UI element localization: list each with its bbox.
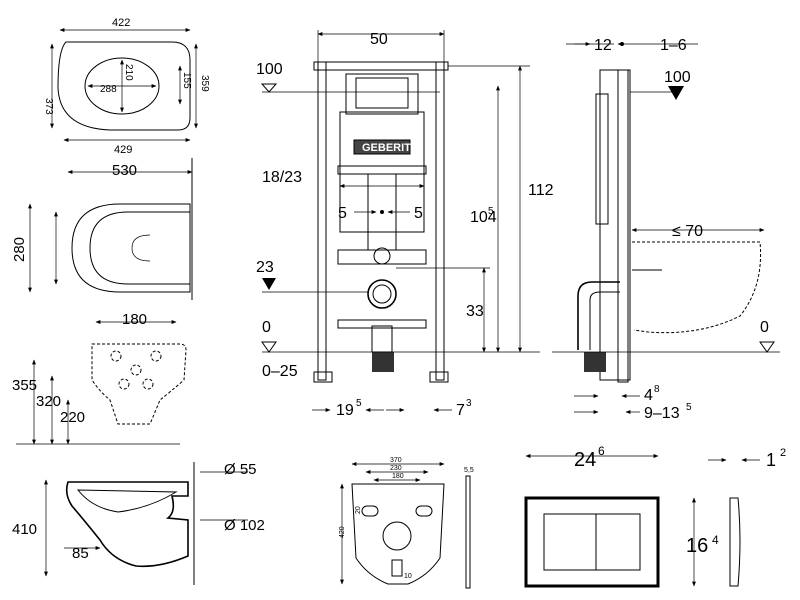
seat-height-left-label: 373 bbox=[43, 98, 54, 115]
side-diameter-55-label: Ø 55 bbox=[224, 461, 257, 478]
flush-plate: 24 6 16 4 1 2 bbox=[524, 444, 786, 588]
frame-drain-height-label: 33 bbox=[466, 303, 484, 320]
insulation-mat: 370 230 180 420 20 10 5,5 bbox=[339, 457, 474, 589]
frame-bolt-spacing-label: 18/23 bbox=[262, 169, 302, 186]
frame-bottom-right-label: 7 bbox=[456, 402, 465, 419]
side-diameter-102-label: Ø 102 bbox=[224, 517, 265, 534]
seat-inner-height-label: 210 bbox=[123, 64, 134, 81]
seat-inner-width-label: 288 bbox=[100, 84, 117, 95]
plate-width-sup: 6 bbox=[598, 444, 605, 458]
section-bottom-b-sup: 5 bbox=[686, 402, 692, 413]
mat-height-label: 420 bbox=[339, 526, 346, 538]
frame-floor-range-label: 0–25 bbox=[262, 363, 298, 380]
section-projection-label: ≤ 70 bbox=[672, 223, 703, 240]
frame-bottom-left-label: 19 bbox=[336, 402, 354, 419]
mat-thickness-label: 5,5 bbox=[464, 467, 474, 474]
mat-bottom-label: 10 bbox=[404, 573, 412, 580]
section-bottom-b-label: 9–13 bbox=[644, 405, 680, 422]
seat-width-top-label: 422 bbox=[112, 17, 130, 29]
bowl-inner-width-label: 280 bbox=[11, 237, 28, 262]
section-top-ref-label: 100 bbox=[664, 69, 691, 86]
toilet-seat-drawing: 422 429 373 359 288 210 155 bbox=[43, 17, 210, 156]
mat-width-3-label: 180 bbox=[392, 473, 404, 480]
frame-top-ref-label: 100 bbox=[256, 61, 283, 78]
bowl-top-view: 530 370 280 bbox=[11, 158, 193, 300]
plate-depth-sup: 2 bbox=[780, 447, 786, 459]
seat-width-bottom-label: 429 bbox=[114, 144, 132, 156]
plate-height-label: 16 bbox=[686, 535, 708, 557]
section-bottom-a-sup: 8 bbox=[654, 384, 660, 395]
plate-depth-label: 1 bbox=[766, 450, 776, 470]
bowl-side-view: 410 85 Ø 55 Ø 102 bbox=[12, 461, 265, 585]
frame-floor-ref-label: 0 bbox=[262, 319, 271, 336]
frame-inner-height-sup: 5 bbox=[488, 206, 494, 217]
seat-height-right-label: 359 bbox=[199, 75, 210, 92]
frame-width-label: 50 bbox=[370, 31, 388, 48]
side-height-label: 410 bbox=[12, 521, 37, 538]
plate-height-sup: 4 bbox=[712, 533, 719, 547]
side-offset-label: 85 bbox=[72, 545, 89, 562]
seat-offset-label: 155 bbox=[181, 72, 192, 89]
frame-bottom-right-sup: 3 bbox=[466, 398, 472, 409]
section-top-a-label: 12 bbox=[594, 37, 612, 54]
frame-bolt-left-label: 5 bbox=[338, 205, 347, 222]
frame-inner-height-label: 104 bbox=[470, 209, 497, 226]
frame-drain-ref-label: 23 bbox=[256, 259, 274, 276]
front-height-3-label: 220 bbox=[60, 409, 85, 426]
plate-width-label: 24 bbox=[574, 449, 596, 471]
section-bottom-a-label: 4 bbox=[644, 387, 653, 404]
front-height-2-label: 320 bbox=[36, 393, 61, 410]
bowl-front-view: 180 355 320 220 bbox=[12, 311, 187, 445]
side-section: 12 1–6 100 ≤ 70 0 4 8 9–13 5 bbox=[552, 37, 780, 422]
mat-side-label: 20 bbox=[355, 506, 362, 514]
front-hole-span-label: 180 bbox=[122, 311, 147, 328]
section-floor-ref-label: 0 bbox=[760, 319, 769, 336]
frame-total-height-label: 112 bbox=[528, 182, 554, 199]
brand-plate bbox=[353, 139, 411, 155]
section-top-b-label: 1–6 bbox=[660, 37, 687, 54]
mat-width-1-label: 370 bbox=[390, 457, 402, 464]
bowl-length-label: 530 bbox=[112, 162, 137, 179]
installation-frame: GEBERIT 50 100 112 104 5 18/23 5 5 23 33 bbox=[256, 30, 554, 419]
frame-bolt-right-label: 5 bbox=[414, 205, 423, 222]
front-height-1-label: 355 bbox=[12, 377, 37, 394]
frame-bottom-left-sup: 5 bbox=[356, 398, 362, 409]
mat-width-2-label: 230 bbox=[390, 465, 402, 472]
brand-logo-text: GEBERIT bbox=[362, 142, 411, 154]
